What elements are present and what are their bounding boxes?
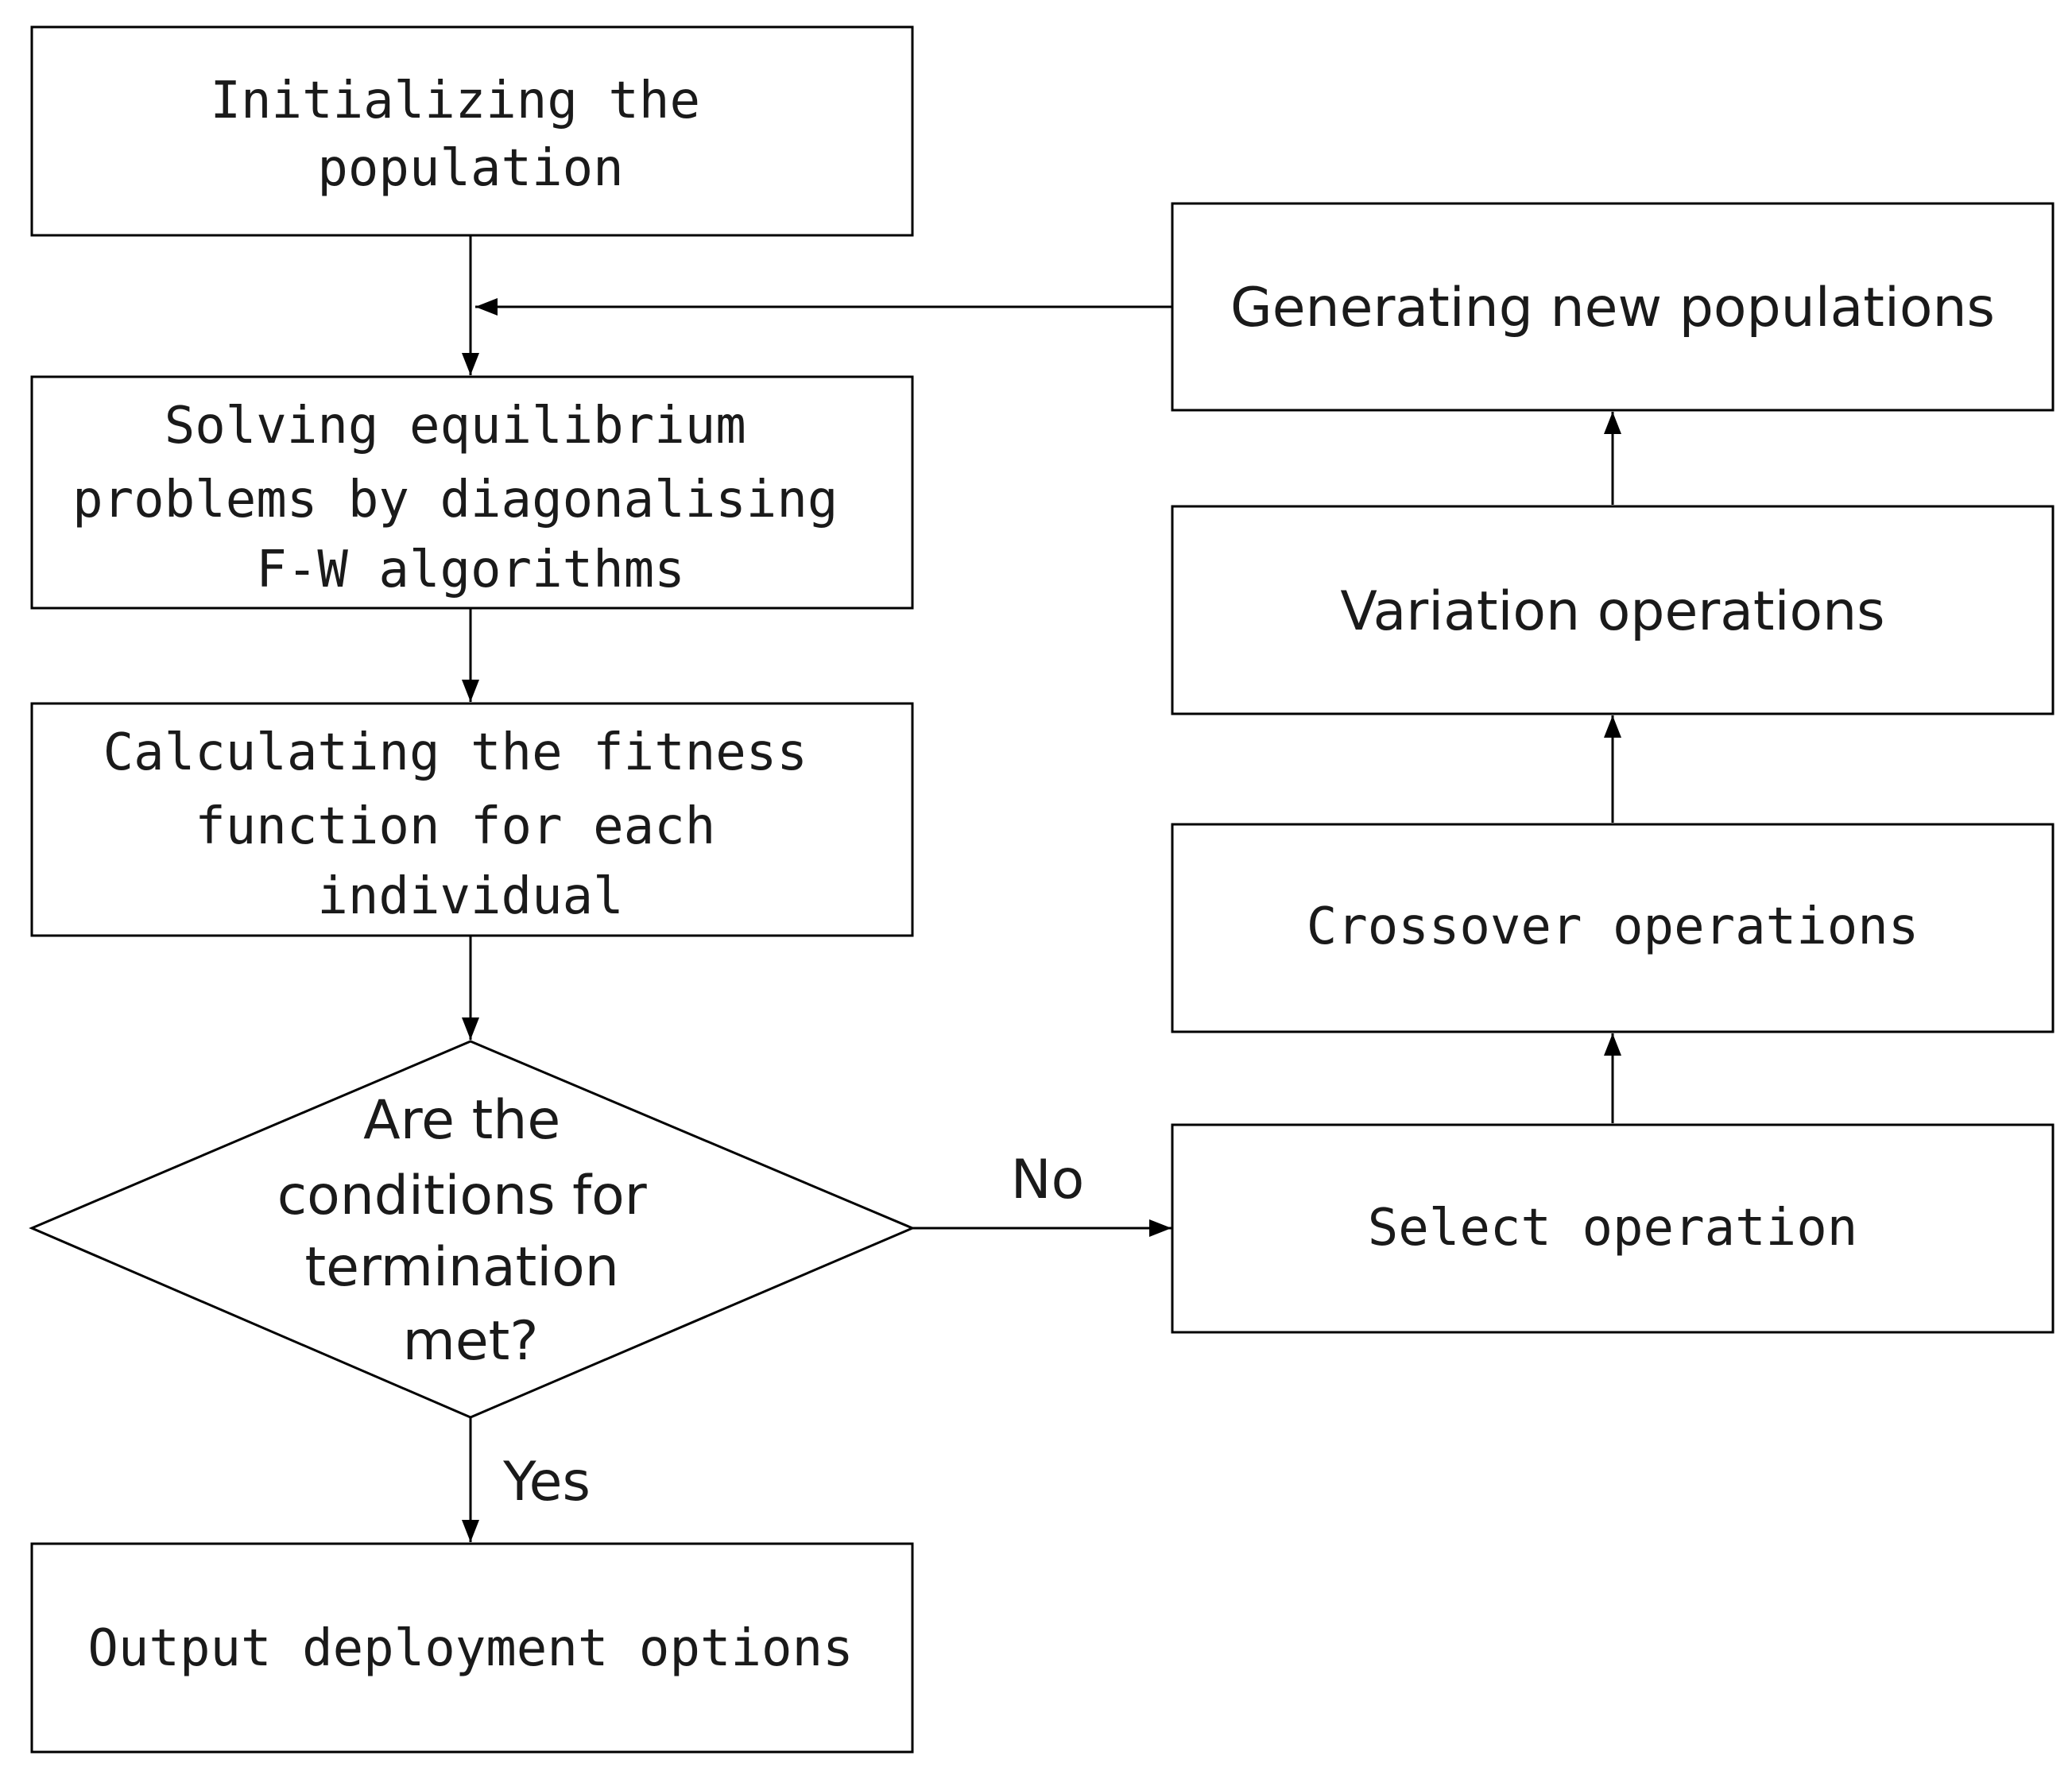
node-text-line: termination [304, 1236, 618, 1299]
edge-label-no: No [1011, 1149, 1084, 1211]
node-text-line: Calculating the fitness [103, 723, 807, 782]
node-text-line: problems by diagonalising [72, 471, 838, 529]
svg-text:Generating new populations: Generating new populations [1230, 277, 1995, 339]
node-text-line: Variation operations [1340, 580, 1884, 643]
node-text-line: population [317, 139, 623, 198]
node-termination-decision: Are the conditions for termination met? [29, 1040, 916, 1419]
node-text-line: conditions for [277, 1165, 647, 1227]
node-text-line: Initializing the [210, 72, 700, 130]
node-variation-operations: Variation operations [1171, 505, 2055, 715]
node-text-line: Are the [363, 1089, 560, 1152]
edge-label-yes: Yes [502, 1451, 591, 1514]
node-text-line: Output deployment options [87, 1619, 853, 1678]
node-select-operation: Select operation [1171, 1123, 2055, 1334]
node-text-line: individual [317, 867, 623, 926]
node-generate-populations: Generating new populations [1171, 202, 2055, 412]
svg-text:Select operation: Select operation [1368, 1199, 1858, 1258]
svg-text:Solving equilibrium prob: Solving equilibrium problems by diagonal… [72, 397, 869, 599]
node-text-line: Generating new populations [1230, 277, 1995, 339]
node-text-line: met? [403, 1310, 539, 1373]
svg-text:Initializing the populat: Initializing the population [210, 72, 730, 198]
svg-text:Output deployment options: Output deployment options [87, 1619, 853, 1678]
svg-text:Variation operations: Variation operations [1340, 580, 1884, 643]
node-text-line: F-W algorithms [256, 541, 684, 599]
svg-text:Are the conditions for: Are the conditions for termination met? [277, 1089, 664, 1373]
node-calculate-fitness: Calculating the fitness function for eac… [30, 702, 914, 937]
node-output-deployment: Output deployment options [30, 1542, 914, 1754]
node-text-line: Select operation [1368, 1199, 1858, 1258]
node-solve-equilibrium: Solving equilibrium problems by diagonal… [30, 375, 914, 610]
svg-text:Crossover operations: Crossover operations [1307, 897, 1919, 956]
node-text-line: Crossover operations [1307, 897, 1919, 956]
node-initialize-population: Initializing the population [30, 25, 914, 237]
node-crossover-operations: Crossover operations [1171, 823, 2055, 1033]
svg-text:Calculating the fitness: Calculating the fitness function for eac… [103, 723, 838, 926]
node-text-line: function for each [195, 797, 715, 856]
node-text-line: Solving equilibrium [165, 397, 746, 455]
